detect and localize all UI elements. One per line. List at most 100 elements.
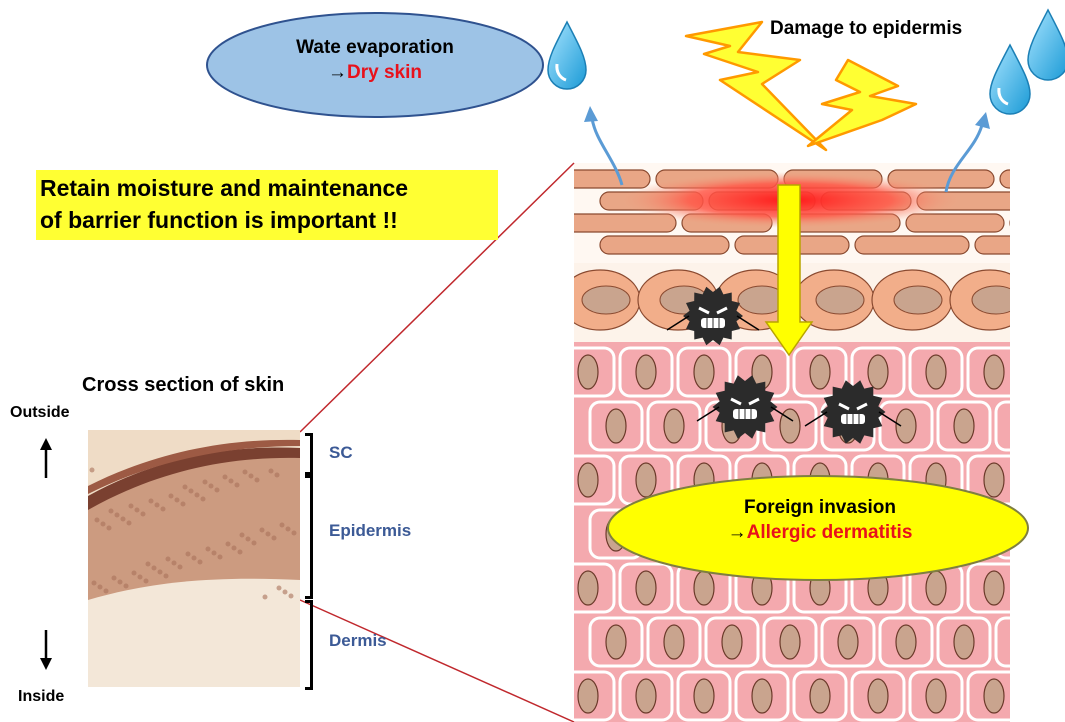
- evaporation-title: Wate evaporation: [240, 36, 510, 61]
- water-drop-icon: [1028, 10, 1065, 80]
- tissue-dot: [118, 580, 123, 585]
- tissue-dot: [98, 585, 103, 590]
- cell-nucleus: [694, 571, 714, 605]
- tissue-dot: [164, 574, 169, 579]
- tissue-dot: [92, 581, 97, 586]
- dry-skin-text: Dry skin: [347, 62, 422, 83]
- foreign-invasion-label: Foreign invasion →Allergic dermatitis: [660, 496, 980, 545]
- cell-nucleus: [722, 625, 742, 659]
- corneum-cell: [560, 170, 650, 188]
- cell-nucleus: [664, 409, 684, 443]
- cell-nucleus: [636, 463, 656, 497]
- cell-nucleus: [926, 355, 946, 389]
- cell-nucleus: [606, 625, 626, 659]
- zoom-line-bottom: [300, 600, 574, 722]
- allergic-dermatitis-text: Allergic dermatitis: [747, 522, 913, 543]
- tissue-dot: [218, 555, 223, 560]
- skin-cross-section-photo: [88, 430, 300, 687]
- cell-nucleus: [984, 355, 1004, 389]
- tissue-dot: [181, 502, 186, 507]
- cell-nucleus: [694, 679, 714, 713]
- tissue-dot: [183, 485, 188, 490]
- cell-nucleus: [954, 625, 974, 659]
- tissue-dot: [226, 542, 231, 547]
- cell-nucleus: [926, 571, 946, 605]
- water-drop-icon: [548, 22, 586, 89]
- lightning-bolt-icon: [686, 22, 826, 150]
- tissue-dot: [101, 522, 106, 527]
- cell-nucleus: [810, 355, 830, 389]
- tissue-dot: [289, 594, 294, 599]
- tissue-dot: [112, 576, 117, 581]
- corneum-cell: [1010, 214, 1065, 232]
- cell-nucleus: [896, 625, 916, 659]
- cell-nucleus: [816, 286, 864, 314]
- cell-nucleus: [810, 679, 830, 713]
- cross-section-title: Cross section of skin: [82, 374, 284, 397]
- dermis-label: Dermis: [329, 631, 387, 651]
- tissue-dot: [175, 498, 180, 503]
- cell-nucleus: [984, 571, 1004, 605]
- cell-nucleus: [636, 679, 656, 713]
- tissue-dot: [260, 528, 265, 533]
- cell-nucleus: [1012, 409, 1032, 443]
- cell-nucleus: [578, 679, 598, 713]
- dermis-bracket: [305, 600, 313, 690]
- cell-nucleus: [972, 286, 1020, 314]
- cell-nucleus: [578, 355, 598, 389]
- corneum-cell: [975, 236, 1065, 254]
- tissue-dot: [161, 507, 166, 512]
- cell-nucleus: [582, 286, 630, 314]
- corneum-cell: [1000, 170, 1065, 188]
- cell-nucleus: [606, 409, 626, 443]
- tissue-dot: [255, 478, 260, 483]
- tissue-dot: [280, 523, 285, 528]
- callout-line-1: Retain moisture and maintenance: [40, 172, 494, 204]
- epidermis-illustration: [560, 163, 1065, 722]
- tissue-dot: [144, 579, 149, 584]
- tissue-dot: [172, 561, 177, 566]
- tissue-dot: [109, 509, 114, 514]
- tissue-dot: [215, 488, 220, 493]
- tissue-dot: [149, 499, 154, 504]
- cell-nucleus: [894, 286, 942, 314]
- cell-nucleus: [780, 625, 800, 659]
- cell-nucleus: [868, 355, 888, 389]
- cell-nucleus: [1012, 625, 1032, 659]
- tissue-dot: [95, 518, 100, 523]
- cell-nucleus: [984, 679, 1004, 713]
- tissue-dot: [206, 547, 211, 552]
- water-drop-icon: [990, 45, 1030, 114]
- foreign-invasion-title: Foreign invasion: [660, 496, 980, 521]
- inside-label: Inside: [18, 688, 64, 706]
- tissue-dot: [209, 484, 214, 489]
- damage-label: Damage to epidermis: [770, 18, 962, 40]
- tissue-dot: [263, 595, 268, 600]
- tissue-dot: [292, 531, 297, 536]
- cell-nucleus: [664, 625, 684, 659]
- tissue-dot: [283, 590, 288, 595]
- tissue-dot: [272, 536, 277, 541]
- tissue-dot: [141, 512, 146, 517]
- sc-bracket: [305, 433, 313, 475]
- barrier-callout: Retain moisture and maintenance of barri…: [36, 170, 498, 240]
- tissue-dot: [166, 557, 171, 562]
- tissue-dot: [238, 550, 243, 555]
- tissue-dot: [201, 497, 206, 502]
- tissue-dot: [235, 483, 240, 488]
- tissue-dot: [195, 493, 200, 498]
- tissue-dot: [212, 551, 217, 556]
- epidermis-label: Epidermis: [329, 521, 411, 541]
- cell-nucleus: [954, 409, 974, 443]
- tissue-dot: [232, 546, 237, 551]
- cell-nucleus: [578, 463, 598, 497]
- lightning-bolt-icon: [808, 60, 916, 146]
- corneum-cell: [855, 236, 969, 254]
- tissue-dot: [198, 560, 203, 565]
- cell-nucleus: [578, 571, 598, 605]
- basal-cell: [996, 402, 1048, 450]
- cell-nucleus: [868, 679, 888, 713]
- tissue-dot: [246, 537, 251, 542]
- tissue-dot: [240, 533, 245, 538]
